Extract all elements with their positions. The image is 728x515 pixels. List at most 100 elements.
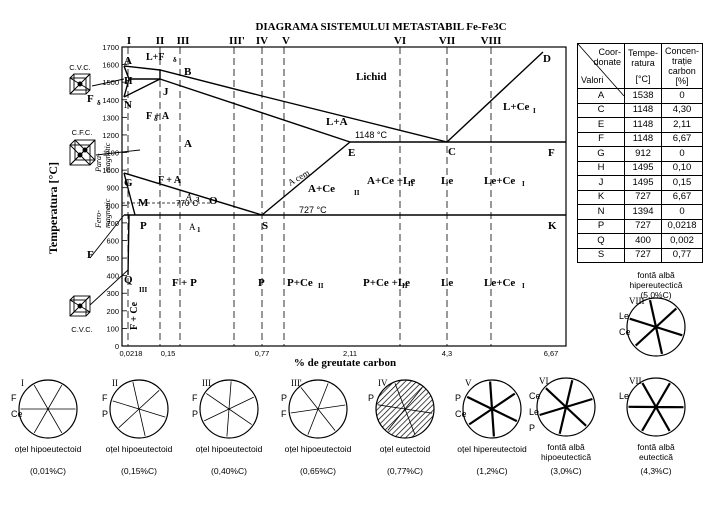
- plot-frame: [121, 46, 567, 347]
- micrograph-composition: (3,0%C): [550, 466, 581, 476]
- micrograph-number: I: [21, 378, 24, 388]
- numeral-I: I: [127, 35, 131, 47]
- point-cell: G: [577, 146, 625, 162]
- micrograph-number: III: [202, 378, 211, 388]
- line-GP: [123, 172, 136, 216]
- micrograph-number: VI: [539, 376, 549, 386]
- table-header-row: Coor- donate Valori Tempe- ratura [°C] C…: [577, 43, 704, 96]
- bcc-cube-icon-top: [69, 73, 91, 95]
- micrograph-phase-label: P: [368, 393, 374, 403]
- micrograph-number: VII: [629, 376, 642, 386]
- numeral-III: III: [177, 35, 190, 47]
- liquidus-ABCD: [123, 51, 544, 143]
- micrograph-name: oțel hipoeutectoid: [196, 444, 263, 454]
- label-le-ce1-lower: Le+Ce: [484, 277, 515, 289]
- micrograph-number: VIII: [629, 296, 645, 306]
- point-cell: J: [577, 175, 625, 191]
- y-tick-label: 100: [106, 324, 119, 333]
- region-labels: Lichid L+F F + A A F + A L+A L+Ce A+Ce A…: [87, 52, 530, 330]
- micrograph-composition: (0,15%C): [121, 466, 157, 476]
- label-lichid: Lichid: [356, 71, 387, 83]
- label-pearlite: P: [258, 277, 265, 289]
- carbon-cell: 0,15: [661, 175, 704, 191]
- temperature-cell: 727: [623, 247, 663, 263]
- point-N: N: [124, 99, 132, 111]
- numeral-III-prime: III': [229, 35, 245, 47]
- numeral-II: II: [156, 35, 165, 47]
- point-K: K: [548, 220, 557, 232]
- y-tick-label: 1700: [102, 43, 119, 52]
- label-l-plus-ce1: L+Ce: [503, 101, 530, 113]
- label-para: Para-: [94, 153, 103, 173]
- micrograph-phase-label: Le: [529, 407, 539, 417]
- label-f-plus-p: F + P: [172, 277, 197, 289]
- micrograph-phase-label: F: [11, 393, 17, 403]
- crystal-labels: C.V.C. C.F.C. C.V.C.: [69, 63, 92, 334]
- label-l-plus-fdelta: L+F: [146, 52, 164, 63]
- svg-text:II: II: [402, 282, 408, 290]
- svg-text:III: III: [139, 286, 147, 294]
- grain-boundaries: [377, 383, 433, 435]
- micrograph-name: oțel hipoeutectoid: [285, 444, 352, 454]
- micrograph-number: III': [291, 378, 302, 388]
- carbon-cell: 0: [661, 204, 704, 220]
- svg-text:II: II: [354, 189, 360, 197]
- diagram-title: DIAGRAMA SISTEMULUI METASTABIL Fe-Fe3C: [255, 21, 506, 33]
- x-tick-label: 0,77: [255, 349, 270, 358]
- x-tick-label: 0,15: [161, 349, 176, 358]
- crystal-icons: [69, 73, 141, 317]
- temp-header-label: Tempe- ratura: [628, 48, 659, 68]
- table-corner-header: Coor- donate Valori: [577, 43, 625, 96]
- label-austenite: A: [184, 138, 192, 150]
- corner-top-label: Coor- donate: [593, 47, 621, 67]
- numeral-VIII: VIII: [481, 35, 502, 47]
- point-Q: Q: [124, 274, 133, 286]
- micrograph-phase-label: Ce: [529, 391, 541, 401]
- y-tick-label: 1200: [102, 131, 119, 140]
- temperature-cell: 912: [623, 146, 663, 162]
- x-tick-label: 2,11: [343, 349, 357, 358]
- y-tick-label: 1000: [102, 166, 119, 175]
- alloy-lines: [122, 47, 492, 346]
- subscripts: δ δ δ I II II I II II I III 3 1: [97, 56, 536, 294]
- fcc-cube-icon: [69, 139, 96, 166]
- x-tick-label: 4,3: [442, 349, 452, 358]
- temp-header-unit: [°C]: [635, 74, 651, 84]
- carbon-cell: 2,11: [661, 117, 704, 133]
- carbon-column-header: Concen- trație carbon [%]: [661, 43, 704, 89]
- label-1148: 1148 °C: [355, 130, 387, 140]
- crystal-label-fcc: C.F.C.: [72, 128, 93, 137]
- point-P: P: [140, 220, 147, 232]
- temperature-cell: 727: [623, 218, 663, 234]
- point-H: H: [124, 75, 133, 87]
- solidus-JE: [159, 78, 351, 143]
- label-727: 727 °C: [299, 205, 327, 215]
- label-le-lower: Le: [441, 277, 453, 289]
- micrograph-phase-label: P: [529, 423, 535, 433]
- svg-text:3: 3: [196, 196, 200, 204]
- bcc-cube-icon-bottom: [69, 295, 91, 317]
- svg-text:δ: δ: [154, 115, 158, 123]
- point-cell: C: [577, 102, 625, 118]
- micrograph-phase-label: F: [102, 393, 108, 403]
- label-p-ce2-le: P+Ce +Le: [363, 277, 410, 289]
- point-M: M: [138, 197, 149, 209]
- y-tick-label: 200: [106, 307, 119, 316]
- carbon-cell: 0,002: [661, 233, 704, 249]
